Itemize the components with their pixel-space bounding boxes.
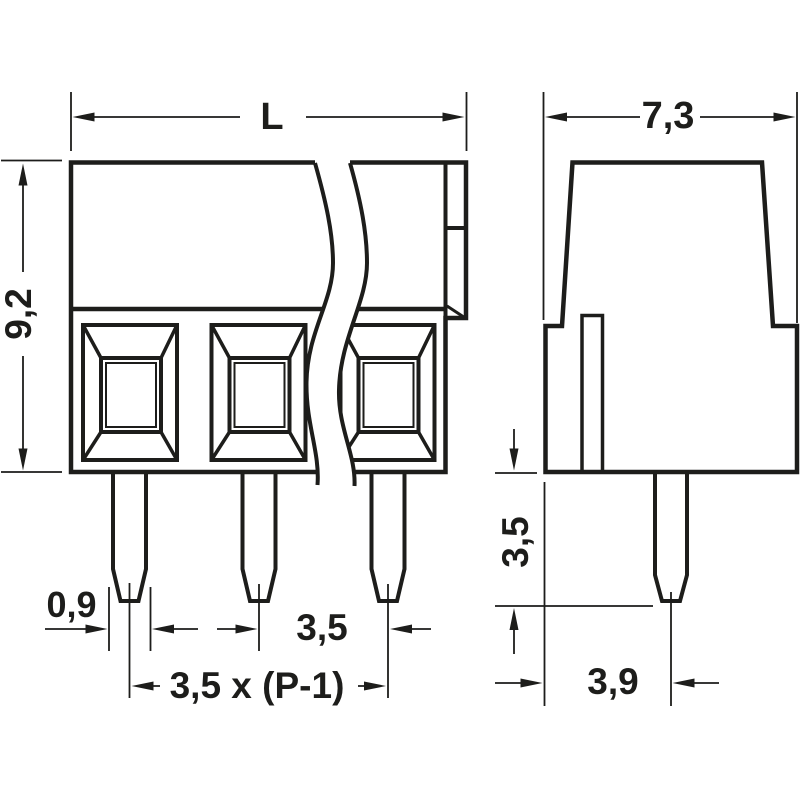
arrowhead-left (72, 112, 95, 122)
dim-pin-offset-3-9: 3,9 (495, 482, 719, 706)
dim-label-pin-length: 3,5 (495, 516, 536, 567)
dim-label-overall-pitch: 3,5 x (P-1) (170, 665, 345, 706)
terminal-recess-2 (209, 323, 308, 462)
arrowhead-left (152, 624, 174, 634)
dim-label-pin-offset: 3,9 (587, 661, 638, 702)
recess-outer-frame (81, 323, 179, 462)
dim-depth-7-3: 7,3 (542, 92, 798, 323)
arrowhead-right (773, 112, 796, 122)
arrowhead-right (520, 678, 543, 688)
break-gap-mask (306, 157, 367, 486)
dim-height-9-2: 9,2 (0, 159, 62, 473)
dim-overall-pitch: 3,5 x (P-1) (128, 583, 386, 706)
dim-label-height: 9,2 (0, 288, 39, 339)
arrowhead-left (672, 678, 695, 688)
solder-pin-3 (369, 472, 407, 603)
arrowhead-left (131, 681, 154, 691)
recess-corner-diagonals (209, 324, 308, 461)
dim-extension-lines (1, 159, 62, 473)
dim-pitch-3-5: 3,5 (217, 584, 431, 698)
arrowhead-right (364, 681, 386, 691)
recess-inner-window (233, 362, 286, 428)
front-view (68, 157, 469, 603)
front-body-outline (68, 160, 469, 475)
dim-label-pin-width: 0,9 (46, 584, 96, 625)
side-view (543, 160, 800, 603)
front-flange-chamfer (446, 304, 466, 319)
dim-label-pitch: 3,5 (296, 607, 347, 648)
dim-length-L: L (70, 92, 468, 151)
arrowhead-right (235, 624, 258, 634)
dim-extension-lines (108, 587, 152, 651)
dim-label-depth: 7,3 (642, 95, 695, 137)
side-solder-pin (653, 472, 689, 603)
dim-extension-lines (70, 92, 468, 151)
arrowhead-left (390, 624, 412, 634)
dim-pin-width-0-9: 0,9 (45, 584, 198, 651)
dim-extension-lines (543, 482, 672, 706)
dim-label-length: L (260, 96, 283, 138)
arrowhead-right (85, 624, 108, 634)
break-line-left (304, 162, 336, 486)
arrowhead-up (18, 163, 28, 186)
side-slot (580, 313, 605, 472)
arrowhead-left (545, 112, 567, 122)
recess-corner-diagonals (81, 324, 179, 461)
solder-pin-2 (240, 472, 278, 603)
side-body-outline (543, 160, 800, 475)
recess-mid-frame (356, 356, 421, 434)
recess-mid-frame (227, 356, 292, 434)
arrowhead-down (18, 448, 28, 471)
terminal-recess-3 (338, 323, 437, 462)
recess-corner-diagonals (338, 324, 437, 461)
arrowhead-down (509, 448, 519, 471)
solder-pin-1 (111, 472, 148, 603)
arrowhead-up (509, 608, 519, 630)
dim-pin-length-3-5: 3,5 (495, 429, 653, 654)
recess-inner-window (105, 362, 157, 428)
dim-extension-lines (258, 584, 389, 698)
break-line-right (336, 162, 370, 487)
dim-extension-lines (495, 472, 653, 607)
recess-mid-frame (99, 356, 163, 434)
dim-extension-lines (542, 92, 798, 323)
arrowhead-right (442, 112, 465, 122)
recess-inner-window (362, 362, 415, 428)
terminal-recess-1 (81, 323, 179, 462)
